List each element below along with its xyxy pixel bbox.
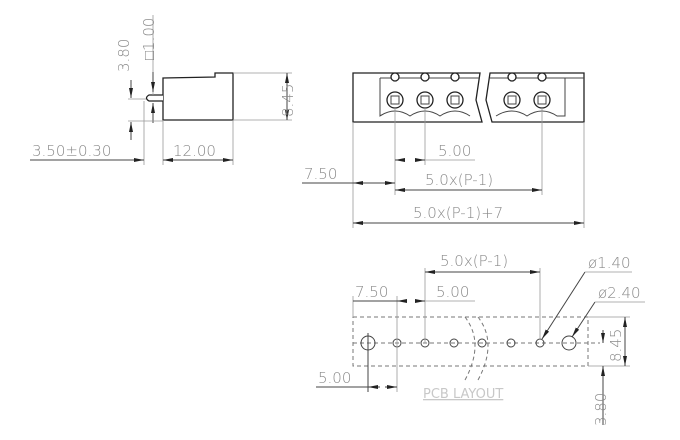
side-pin-offset-label: 3.80	[115, 39, 133, 72]
front-pitch-label: 5.00	[438, 142, 471, 160]
front-span-label: 5.0x(P-1)	[425, 171, 493, 189]
pcb-pitch-label: 5.00	[436, 283, 469, 301]
side-pin-square-label: □1.00	[140, 18, 158, 60]
connector-side-body	[162, 72, 234, 121]
pcb-layout: 5.0x(P-1) 7.50 5.00 ø1.40 ø2.40 8.45 3.8…	[316, 252, 645, 426]
pcb-large-hole-label: ø2.40	[598, 284, 641, 302]
pcb-offset-bottom-label: 3.80	[592, 393, 610, 426]
side-view: 3.80 □1.00 8.45 12.00 3.50±0.30	[30, 15, 297, 165]
side-height-label: 8.45	[279, 84, 297, 117]
side-depth-label: 12.00	[173, 142, 216, 160]
pcb-small-hole-label: ø1.40	[588, 254, 631, 272]
pcb-mount-offset-label: 5.00	[318, 369, 351, 387]
pcb-holes	[360, 333, 577, 392]
front-total-label: 5.0x(P-1)+7	[413, 204, 503, 222]
pcb-height-label: 8.45	[607, 329, 625, 362]
pin-side	[145, 94, 163, 102]
front-terminals	[386, 72, 551, 109]
front-end-offset-label: 7.50	[304, 165, 337, 183]
pcb-outline	[352, 316, 589, 367]
pcb-end-offset-label: 7.50	[355, 283, 388, 301]
pcb-span-label: 5.0x(P-1)	[440, 252, 508, 270]
pcb-layout-title: PCB LAYOUT	[423, 387, 503, 402]
front-view: 5.00 7.50 5.0x(P-1) 5.0x(P-1)+7	[302, 72, 585, 228]
side-pin-length-label: 3.50±0.30	[32, 142, 111, 160]
